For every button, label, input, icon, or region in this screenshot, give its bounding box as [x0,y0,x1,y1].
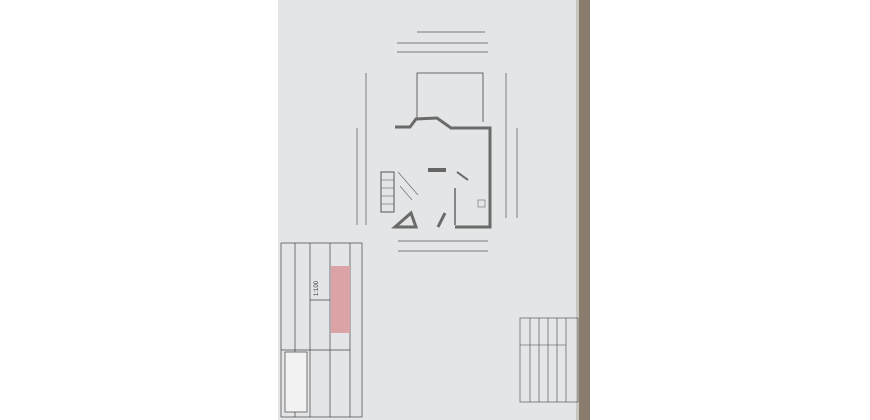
floor-plan [380,72,492,229]
terrace-outline [416,72,484,122]
paper-sheet [278,0,580,420]
scale-label: 1:100 [314,280,320,296]
outer-walls [391,116,492,229]
interior-wall [428,168,446,172]
dimension-lines [356,31,518,252]
highlight-box [331,266,350,333]
paper-edge [578,0,590,420]
legend-block [519,317,579,403]
stair [380,171,395,213]
